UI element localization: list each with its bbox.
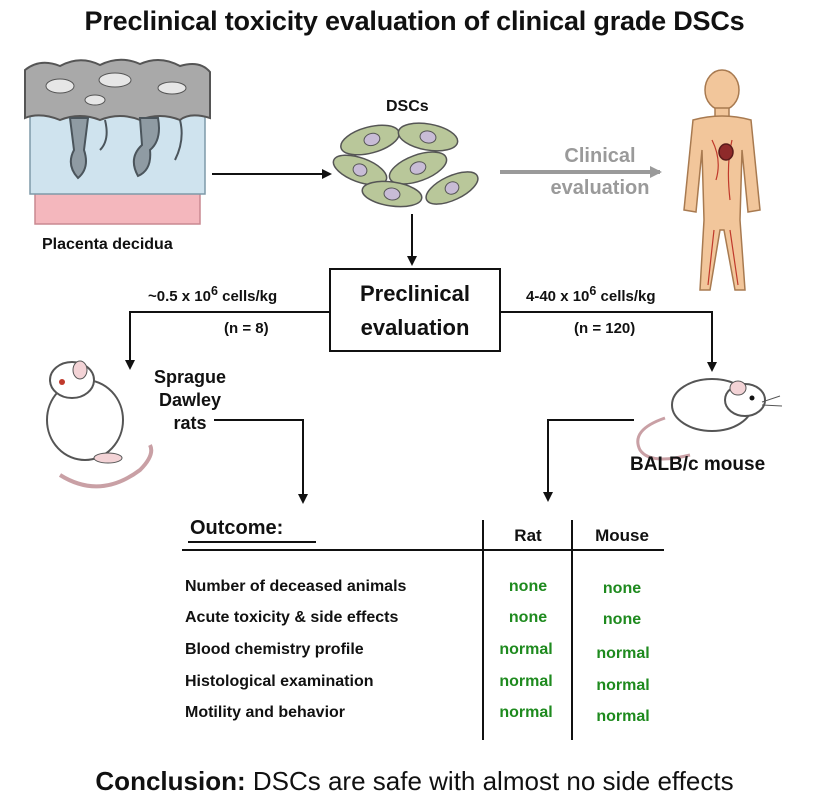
rat-illustration xyxy=(46,360,154,489)
conclusion-text: Conclusion: DSCs are safe with almost no… xyxy=(0,766,829,797)
mouse-value: none xyxy=(602,580,642,597)
placenta-label: Placenta decidua xyxy=(42,236,173,253)
row-label: Acute toxicity & side effects xyxy=(185,609,399,626)
right-dose-suffix: cells/kg xyxy=(596,288,656,305)
dscs-label: DSCs xyxy=(386,98,429,115)
row-label: Histological examination xyxy=(185,673,374,690)
left-dose-suffix: cells/kg xyxy=(217,288,278,305)
dsc-cells-illustration xyxy=(332,122,479,208)
human-body-illustration xyxy=(683,69,761,291)
left-dose-label: ~0.5 x 106 cells/kg xyxy=(148,284,277,305)
mouse-value: none xyxy=(602,611,642,628)
clinical-evaluation-label: Clinical evaluation xyxy=(520,140,680,204)
right-dose-prefix: 4-40 x 10 xyxy=(526,288,590,305)
preclinical-line2: evaluation xyxy=(360,315,470,340)
rat-value: normal xyxy=(499,704,553,721)
column-mouse-header: Mouse xyxy=(595,526,649,545)
preclinical-evaluation-box: Preclinical evaluation xyxy=(329,268,501,352)
preclinical-line1: Preclinical xyxy=(359,281,471,306)
conclusion-body: DSCs are safe with almost no side effect… xyxy=(245,766,734,796)
page-title: Preclinical toxicity evaluation of clini… xyxy=(84,6,745,36)
rat-value: none xyxy=(508,609,548,626)
row-label: Number of deceased animals xyxy=(185,578,407,595)
left-dose-prefix: ~0.5 x 10 xyxy=(148,288,211,305)
right-n-label: (n = 120) xyxy=(574,320,636,337)
mouse-illustration xyxy=(636,378,783,461)
arrow-mouse-to-outcome xyxy=(543,419,634,502)
rat-value: normal xyxy=(499,673,553,690)
column-rat-header: Rat xyxy=(514,526,542,545)
rat-strain-label: Sprague Dawley rats xyxy=(150,366,230,435)
right-dose-exponent: 6 xyxy=(589,284,597,298)
rat-strain-line3: rats xyxy=(173,413,207,433)
rat-value: normal xyxy=(499,641,553,658)
outcome-heading: Outcome: xyxy=(190,517,284,539)
right-dose-label: 4-40 x 106 cells/kg xyxy=(526,284,656,305)
mouse-value: normal xyxy=(596,708,650,725)
left-n-label: (n = 8) xyxy=(224,320,269,337)
rat-strain-line2: Dawley xyxy=(158,390,222,410)
mouse-value: normal xyxy=(596,677,650,694)
conclusion-lead: Conclusion: xyxy=(95,766,246,796)
rat-strain-line1: Sprague xyxy=(153,367,227,387)
row-label: Blood chemistry profile xyxy=(185,641,364,658)
row-label: Motility and behavior xyxy=(185,704,346,721)
arrow-rat-to-outcome xyxy=(214,419,308,504)
left-dose-exponent: 6 xyxy=(210,284,218,298)
mouse-strain-label: BALB/c mouse xyxy=(630,454,766,475)
clinical-line1: Clinical xyxy=(564,145,636,167)
clinical-line2: evaluation xyxy=(550,177,650,199)
mouse-value: normal xyxy=(596,645,650,662)
arrow-preclinical-to-mouse xyxy=(501,311,717,372)
arrow-preclinical-to-rat xyxy=(125,311,329,370)
placenta-illustration xyxy=(24,58,211,225)
rat-value: none xyxy=(508,578,548,595)
